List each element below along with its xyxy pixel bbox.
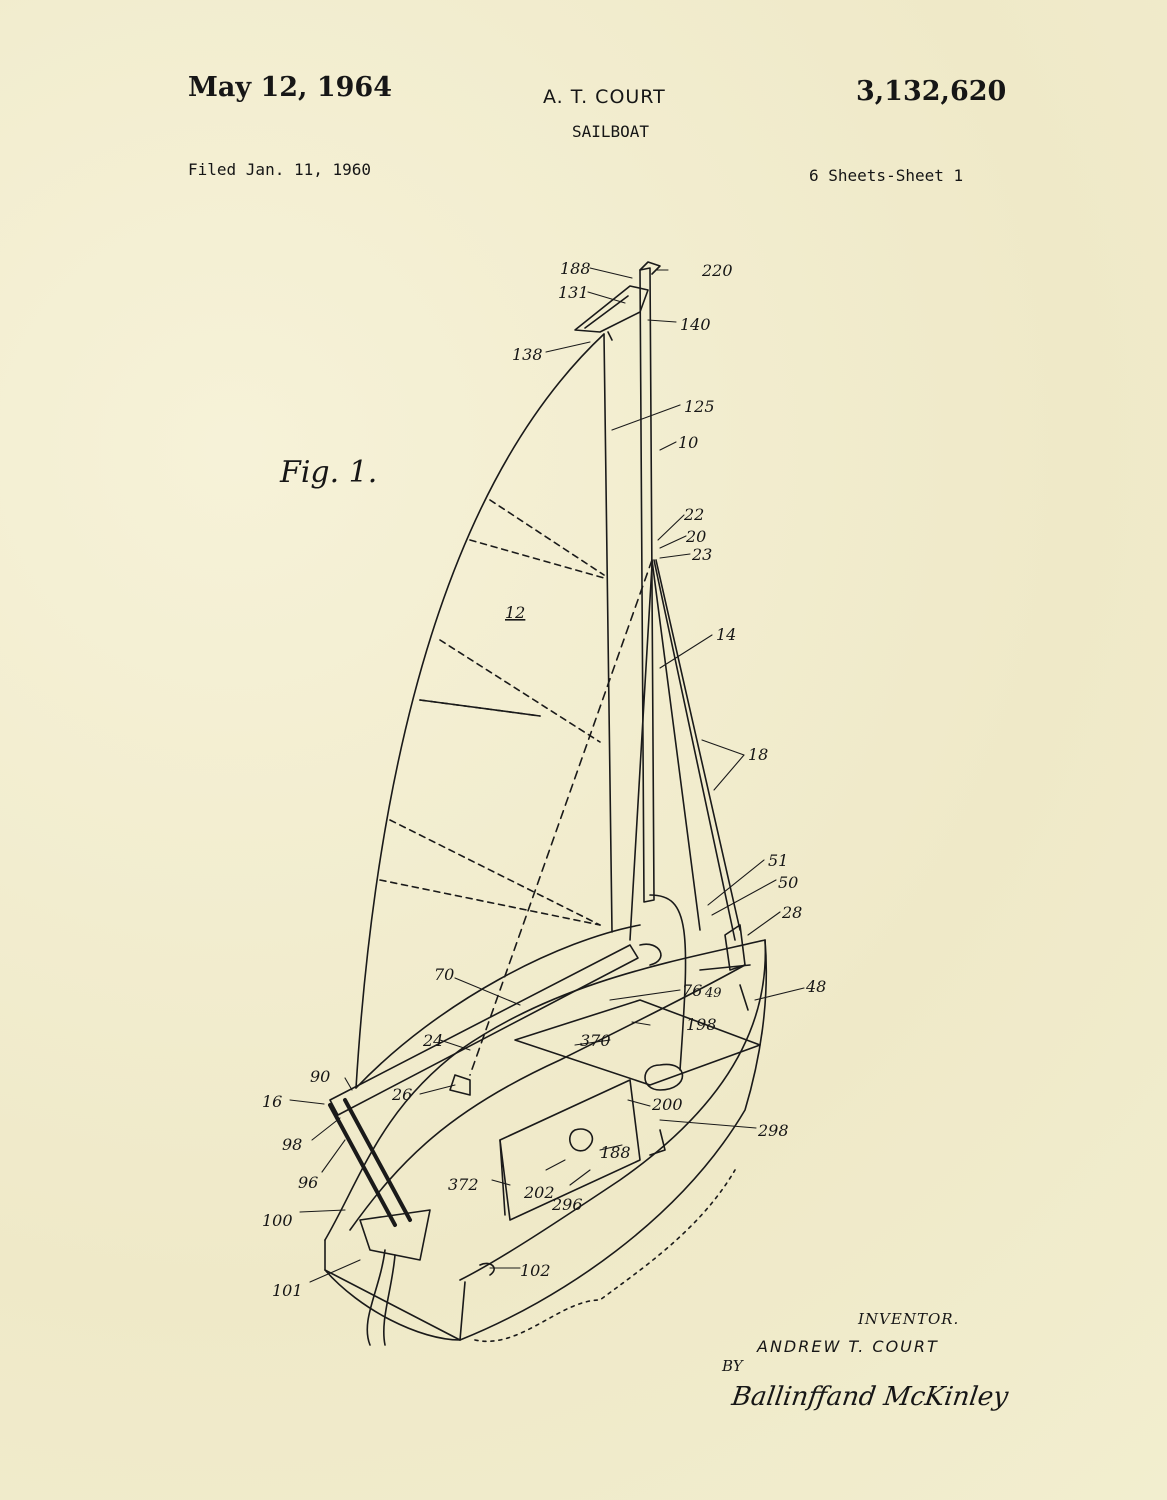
boom	[329, 943, 662, 1116]
patent-date: May 12, 1964	[188, 72, 392, 103]
figure-label: Fig. 1.	[280, 455, 378, 490]
ref-138: 138	[512, 345, 543, 364]
bow-fittings	[699, 924, 751, 1011]
ref-370: 370	[580, 1031, 611, 1050]
centerboard-trunk	[499, 1079, 641, 1221]
hull	[324, 939, 768, 1343]
inventor-header: A. T. COURT	[543, 86, 666, 108]
ref-298: 298	[757, 1121, 789, 1140]
reference-numerals: 188 220 131 140 138 125 10 22 20 23 12 1…	[262, 259, 826, 1300]
ref-96: 96	[298, 1173, 318, 1192]
ref-202: 202	[523, 1183, 555, 1202]
cleats	[449, 1074, 666, 1276]
ref-140: 140	[680, 315, 711, 334]
thwart	[514, 894, 761, 1091]
ref-22: 22	[683, 505, 704, 524]
stays	[469, 559, 741, 1076]
ref-28: 28	[781, 903, 802, 922]
ref-24: 24	[422, 1031, 443, 1050]
ref-372: 372	[448, 1175, 479, 1194]
inventor-label: INVENTOR.	[858, 1310, 960, 1328]
ref-198: 198	[686, 1015, 717, 1034]
leader-lines	[289, 267, 805, 1283]
main-sail	[355, 333, 641, 1089]
patent-number: 3,132,620	[856, 76, 1007, 107]
mast	[639, 261, 661, 903]
attorney-signature: Ballinffand McKinley	[729, 1382, 1011, 1412]
ref-90: 90	[310, 1067, 330, 1086]
ref-14: 14	[716, 625, 736, 644]
ref-50: 50	[778, 873, 798, 892]
ref-10: 10	[678, 433, 698, 452]
ref-16: 16	[262, 1092, 282, 1111]
ref-76: 76	[682, 981, 702, 1000]
ref-23: 23	[691, 545, 712, 564]
ref-49: 49	[704, 986, 722, 1001]
filed-date: Filed Jan. 11, 1960	[188, 160, 372, 179]
ref-188-lower: 188	[600, 1143, 631, 1162]
ref-18: 18	[748, 745, 768, 764]
ref-296: 296	[551, 1195, 583, 1214]
ref-220: 220	[701, 261, 733, 280]
ref-200: 200	[651, 1095, 683, 1114]
tiller	[328, 1098, 431, 1346]
ref-48: 48	[805, 977, 826, 996]
inventor-name: ANDREW T. COURT	[757, 1337, 939, 1356]
ref-51: 51	[768, 851, 788, 870]
ref-20: 20	[685, 527, 706, 546]
patent-subject: SAILBOAT	[572, 122, 650, 141]
ref-12: 12	[505, 603, 525, 622]
by-label: BY	[722, 1357, 743, 1375]
ref-102: 102	[520, 1261, 551, 1280]
ref-188: 188	[560, 259, 591, 278]
ref-100: 100	[262, 1211, 293, 1230]
ref-131: 131	[558, 283, 589, 302]
sheet-count: 6 Sheets-Sheet 1	[809, 166, 964, 185]
ref-101: 101	[272, 1281, 303, 1300]
ref-70: 70	[434, 965, 454, 984]
ref-98: 98	[282, 1135, 302, 1154]
ref-125: 125	[684, 397, 715, 416]
ref-26: 26	[391, 1085, 412, 1104]
